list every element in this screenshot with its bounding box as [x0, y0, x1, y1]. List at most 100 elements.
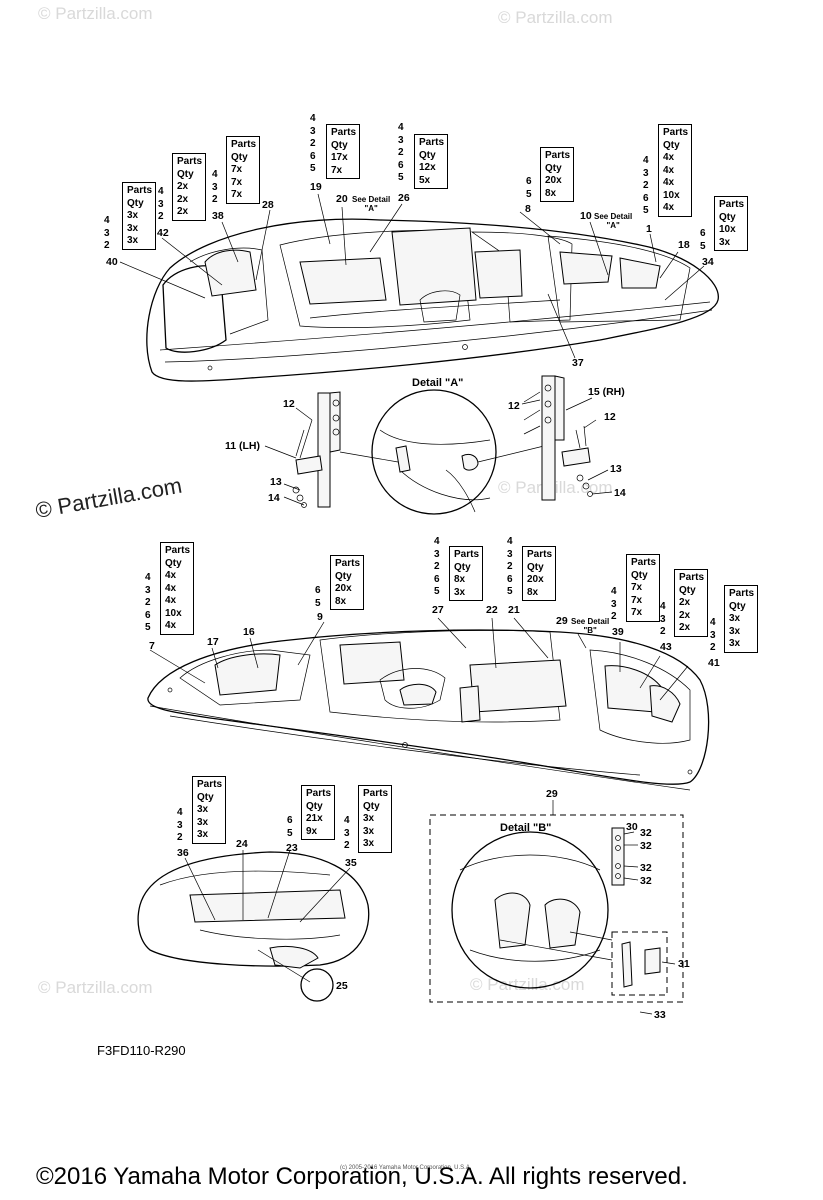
- callout-41: 41: [708, 657, 720, 669]
- callout-16: 16: [243, 626, 255, 638]
- callout-26: 26: [398, 192, 410, 204]
- callout-40: 40: [106, 256, 118, 268]
- callout-38: 38: [212, 210, 224, 222]
- callout-20: 20: [336, 193, 348, 205]
- callout-7: 7: [149, 640, 155, 652]
- callout-12: 12: [604, 411, 616, 423]
- callout-13: 13: [270, 476, 282, 488]
- see-detail-b-label: See Detail "B": [571, 617, 610, 635]
- callout-29: 29: [556, 615, 568, 627]
- callout-12: 12: [283, 398, 295, 410]
- callout-9: 9: [317, 611, 323, 623]
- callout-25: 25: [336, 980, 348, 992]
- callout-12: 12: [508, 400, 520, 412]
- watermark: © Partzilla.com: [470, 975, 585, 994]
- callout-15-rh: 15 (RH): [588, 386, 625, 398]
- watermark: © Partzilla.com: [38, 4, 153, 23]
- callout-32: 32: [640, 840, 652, 852]
- callout-43: 43: [660, 641, 672, 653]
- rear-storage-view: [137, 849, 370, 1002]
- callout-42: 42: [157, 227, 169, 239]
- callout-30: 30: [626, 821, 638, 833]
- callout-23: 23: [286, 842, 298, 854]
- callout-37: 37: [572, 357, 584, 369]
- callout-8: 8: [525, 203, 531, 215]
- callout-22: 22: [486, 604, 498, 616]
- see-detail-a-label: See Detail "A": [594, 212, 633, 230]
- callout-35: 35: [345, 857, 357, 869]
- hull-bottom-view: [147, 629, 710, 791]
- callout-36: 36: [177, 847, 189, 859]
- detail-a-title: Detail "A": [412, 377, 464, 389]
- detail-b-title: Detail "B": [500, 822, 552, 834]
- hull-top-view: [146, 218, 719, 382]
- callout-11-lh: 11 (LH): [225, 440, 261, 452]
- leader-lines-middle: [149, 617, 689, 701]
- detail-a-drawing: [264, 375, 613, 515]
- callout-18: 18: [678, 239, 690, 251]
- callout-19: 19: [310, 181, 322, 193]
- callout-14: 14: [614, 487, 626, 499]
- callout-24: 24: [236, 838, 248, 850]
- watermark: © Partzilla.com: [38, 978, 153, 997]
- callout-39: 39: [612, 626, 624, 638]
- callout-21: 21: [508, 604, 520, 616]
- callout-13: 13: [610, 463, 622, 475]
- callout-27: 27: [432, 604, 444, 616]
- callout-32: 32: [640, 862, 652, 874]
- callout-32: 32: [640, 875, 652, 887]
- callout-29: 29: [546, 788, 558, 800]
- callout-28: 28: [262, 199, 274, 211]
- callout-31: 31: [678, 958, 690, 970]
- see-detail-a-label: See Detail "A": [352, 195, 391, 213]
- callout-32: 32: [640, 827, 652, 839]
- callout-33: 33: [654, 1009, 666, 1021]
- watermark: © Partzilla.com: [498, 8, 613, 27]
- callout-1: 1: [646, 223, 652, 235]
- diagram-code: F3FD110-R290: [97, 1043, 186, 1058]
- callout-10: 10: [580, 210, 592, 222]
- leader-lines-top: [119, 193, 705, 359]
- detail-b-drawing: [429, 800, 684, 1015]
- copyright-notice: ©2016 Yamaha Motor Corporation, U.S.A. A…: [36, 1163, 688, 1190]
- small-copyright: (c) 2005-2016 Yamaha Motor Corporation, …: [340, 1165, 472, 1171]
- callout-17: 17: [207, 636, 219, 648]
- callout-34: 34: [702, 256, 714, 268]
